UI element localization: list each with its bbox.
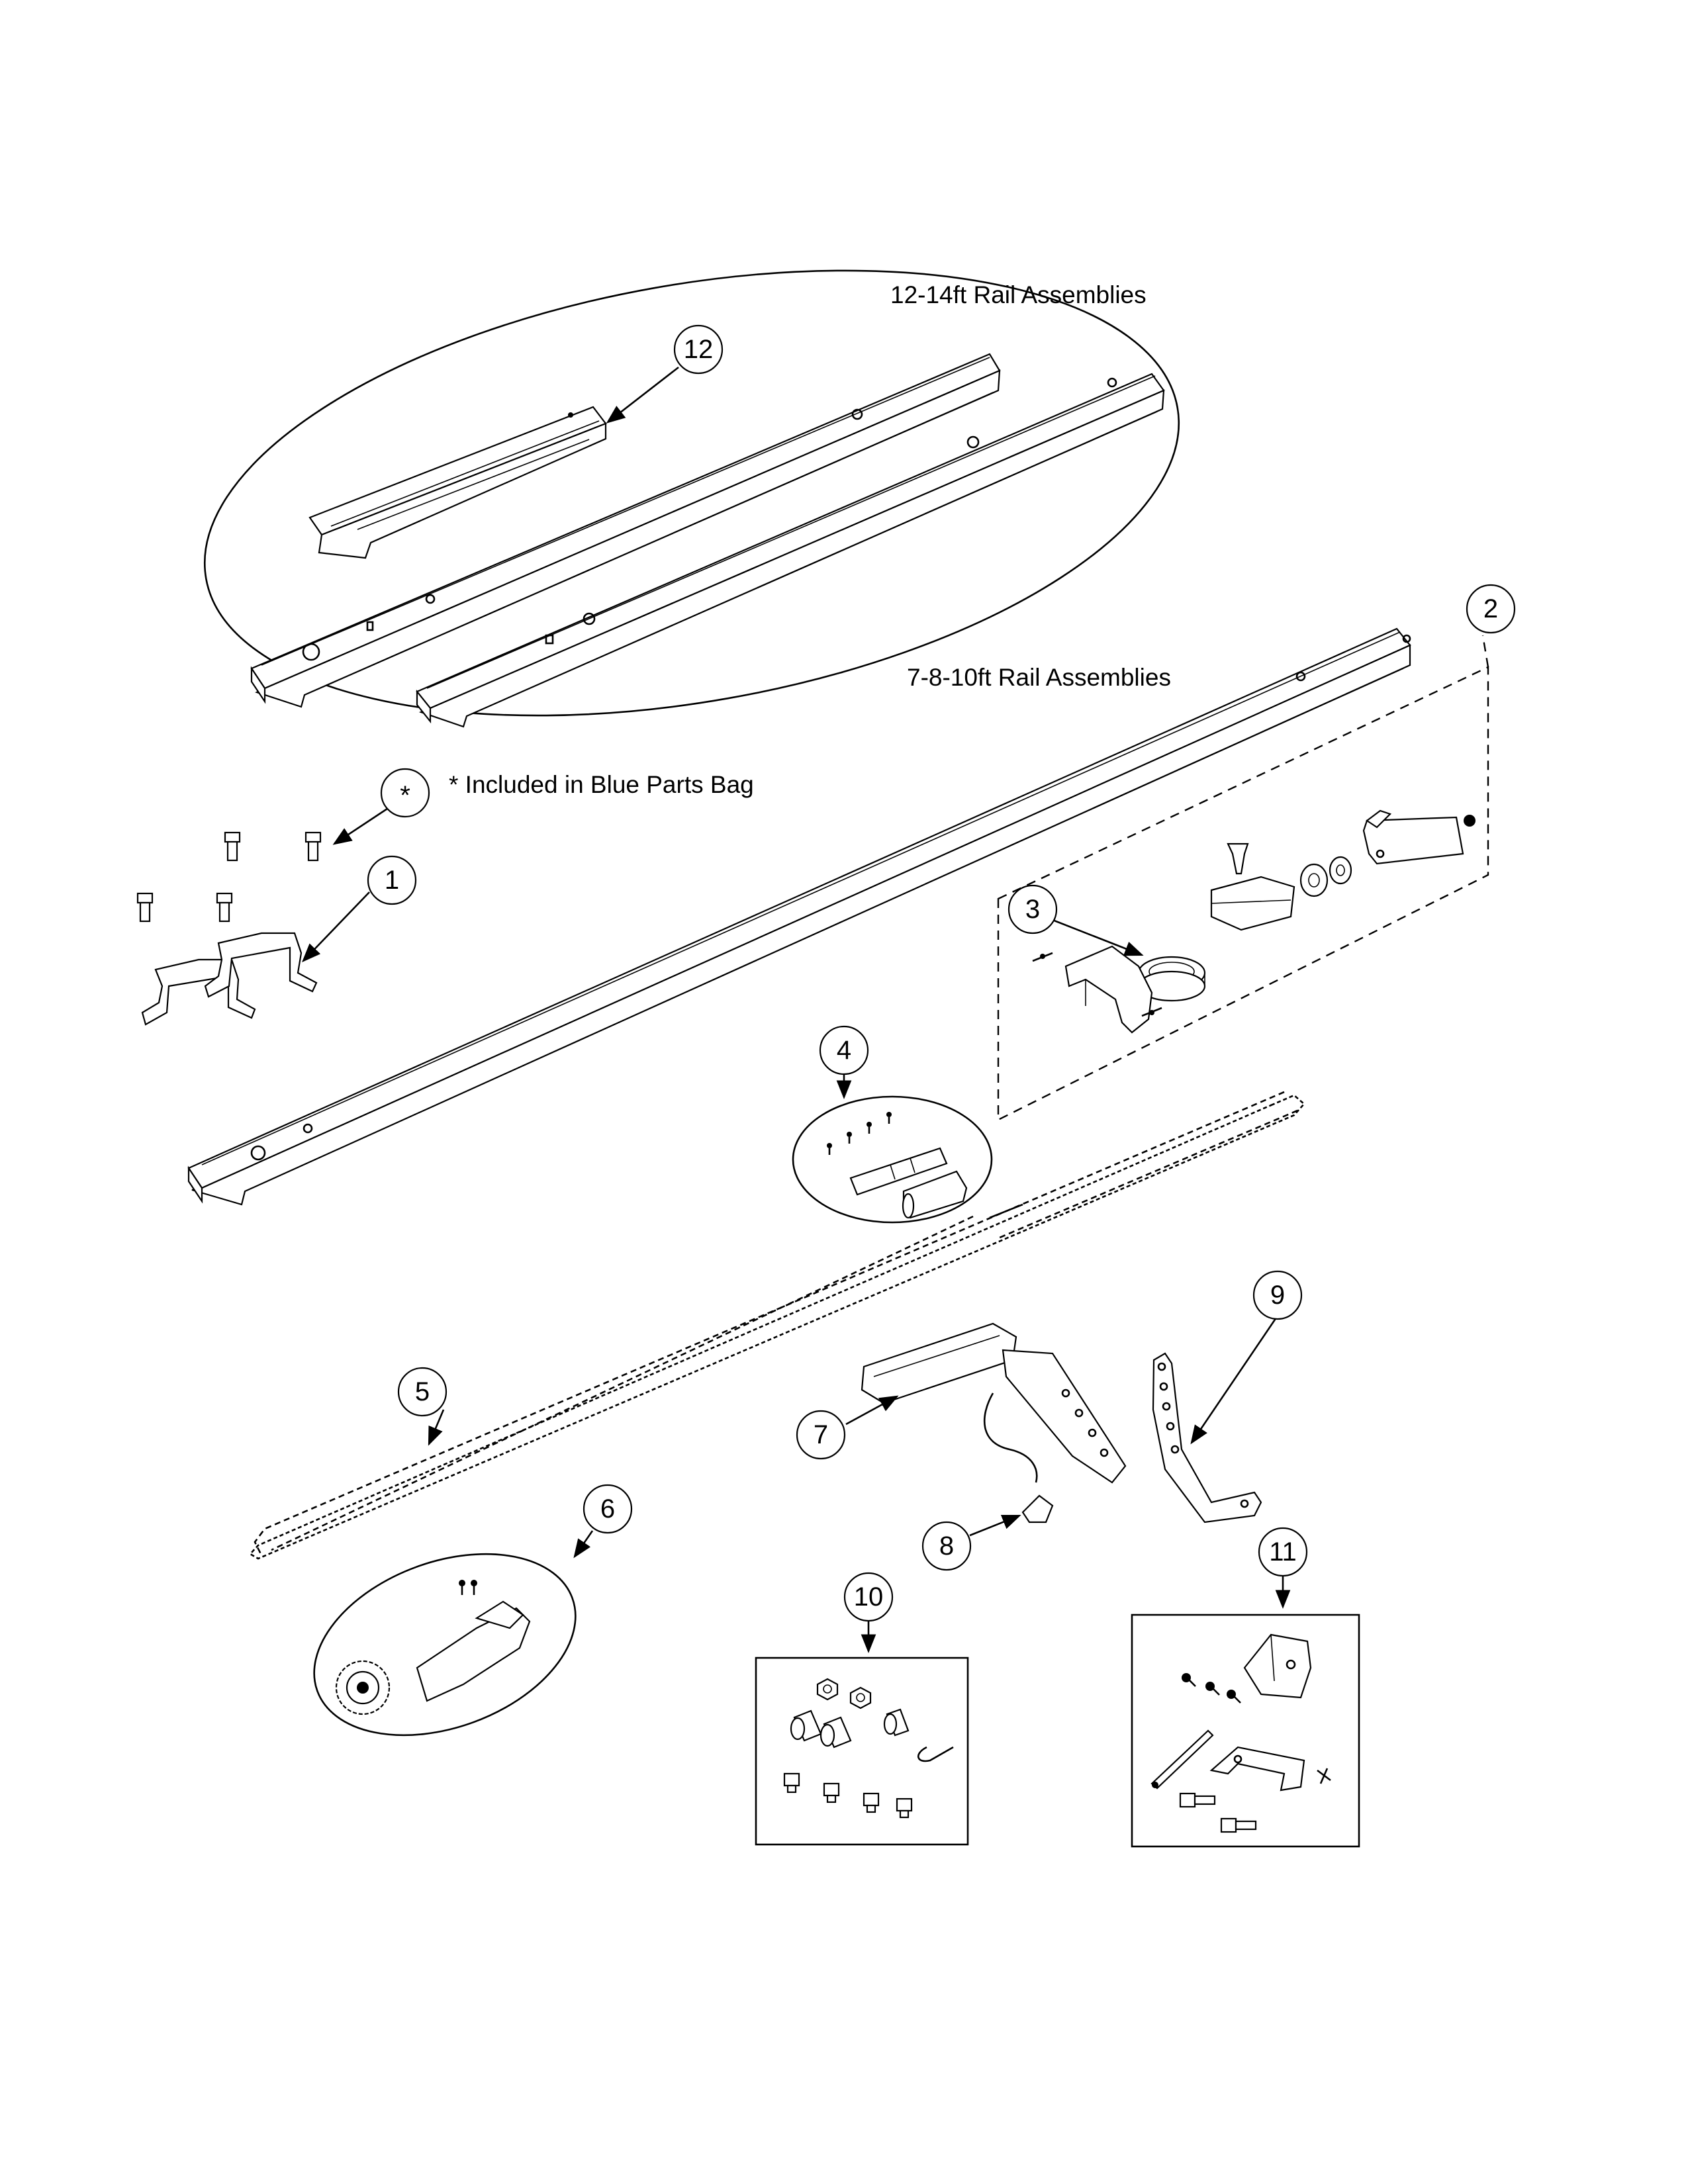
rail-12-14-label: 12-14ft Rail Assemblies bbox=[890, 281, 1147, 308]
callout-1 bbox=[367, 855, 417, 905]
rail-long-piece-a bbox=[250, 353, 1001, 708]
hardware-kit-11: 11 bbox=[1131, 1527, 1360, 1848]
asterisk-mark: * bbox=[400, 781, 410, 810]
hardware-kit-10: 10 bbox=[755, 1572, 969, 1846]
master-link-pins bbox=[827, 1112, 892, 1155]
callout-2 bbox=[1466, 584, 1516, 634]
callout-8 bbox=[921, 1521, 972, 1571]
hardware-screws-11 bbox=[1182, 1673, 1241, 1704]
hardware-box-11 bbox=[1131, 1614, 1360, 1848]
callout-6-number: 6 bbox=[600, 1494, 615, 1524]
rail-12-14-group: 12-14ft Rail Assemblies bbox=[203, 269, 1180, 728]
idler-assembly: 2 3 bbox=[997, 584, 1516, 1121]
callout-4-number: 4 bbox=[837, 1036, 851, 1065]
hanging-brackets: 1 bbox=[136, 831, 417, 1026]
callout-9 bbox=[1252, 1270, 1303, 1320]
callout-7-number: 7 bbox=[814, 1420, 828, 1449]
callout-5 bbox=[397, 1367, 447, 1417]
callout-7 bbox=[796, 1410, 846, 1460]
callout-6 bbox=[583, 1484, 633, 1534]
callout-11-number: 11 bbox=[1269, 1537, 1297, 1567]
master-link-kit: 4 bbox=[792, 1025, 993, 1224]
callout-9-number: 9 bbox=[1270, 1281, 1285, 1310]
rail-7-8-10-label: 7-8-10ft Rail Assemblies bbox=[907, 664, 1171, 691]
callout-3-number: 3 bbox=[1025, 895, 1040, 924]
rail-7-8-10-group: 7-8-10ft Rail Assemblies bbox=[187, 627, 1411, 1206]
callout-10 bbox=[843, 1572, 894, 1622]
callout-8-number: 8 bbox=[939, 1531, 954, 1561]
callout-12 bbox=[673, 324, 724, 375]
callout-4 bbox=[819, 1025, 869, 1075]
blue-bag-note-text: * Included in Blue Parts Bag bbox=[449, 771, 754, 798]
rail-short-piece bbox=[308, 406, 607, 559]
blue-bag-note: * * Included in Blue Parts Bag bbox=[332, 768, 754, 845]
callout-1-number: 1 bbox=[385, 866, 399, 895]
chain: 5 bbox=[248, 1091, 1305, 1560]
bracket-bolts bbox=[136, 831, 322, 923]
rail-long-piece-b bbox=[416, 373, 1165, 728]
trolley: 7 8 bbox=[796, 1322, 1127, 1571]
callout-12-number: 12 bbox=[684, 335, 714, 364]
callout-10-number: 10 bbox=[854, 1582, 884, 1612]
callout-2-number: 2 bbox=[1483, 594, 1498, 623]
callout-3 bbox=[1008, 884, 1058, 934]
rail-12-14-ellipse bbox=[203, 269, 1180, 717]
hardware-bolts-10 bbox=[783, 1772, 913, 1819]
callout-11 bbox=[1258, 1527, 1308, 1577]
callout-5-number: 5 bbox=[415, 1377, 430, 1406]
asterisk-callout bbox=[380, 768, 430, 818]
hardware-box-10 bbox=[755, 1657, 969, 1846]
door-arm: 9 bbox=[1152, 1270, 1303, 1524]
sprocket-kit: 6 bbox=[313, 1484, 633, 1737]
